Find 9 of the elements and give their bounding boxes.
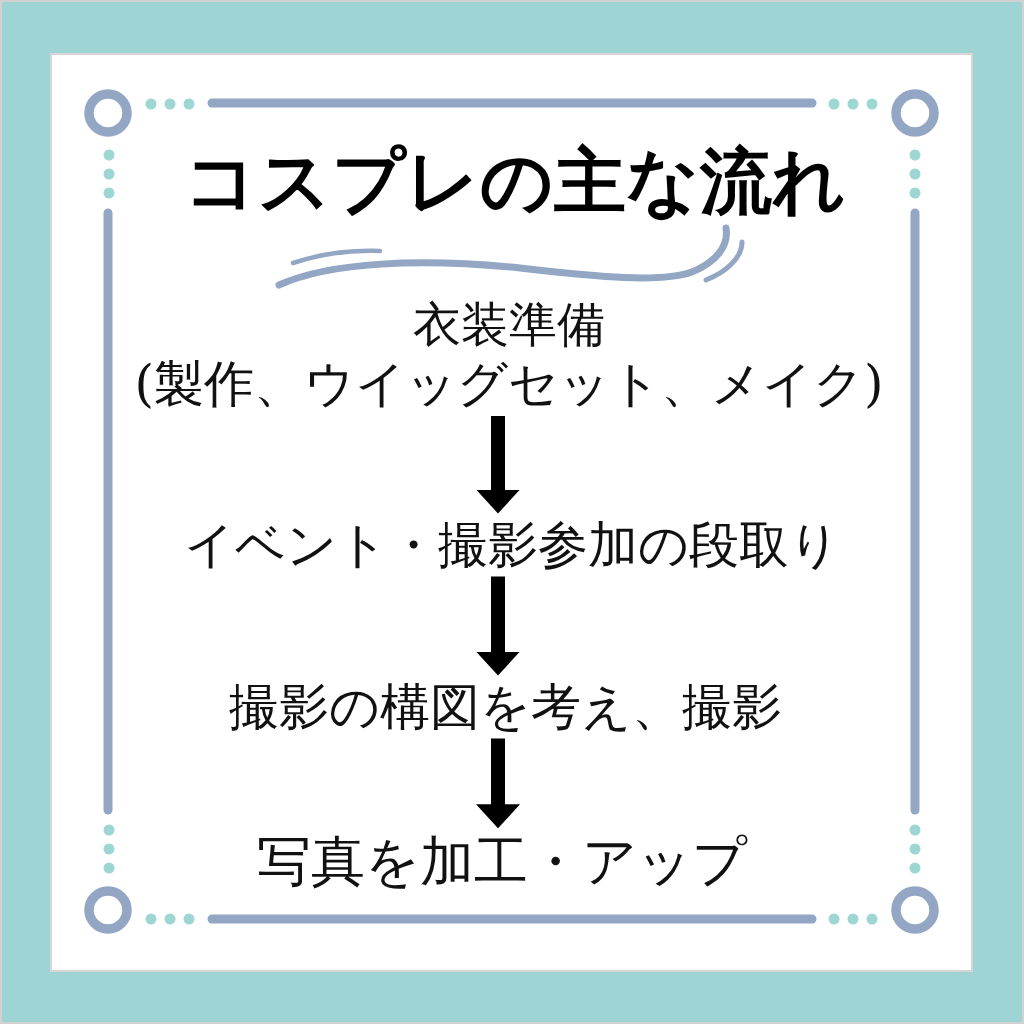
step-text: 撮影の構図を考え、撮影: [228, 679, 782, 735]
step-note: (製作、ウイッグセット、メイク): [134, 356, 884, 412]
step-text: イベント・撮影参加の段取り: [184, 517, 840, 573]
step-text: 衣装準備: [412, 298, 606, 351]
arrow: [476, 415, 520, 514]
arrow: [476, 576, 520, 676]
arrow: [476, 738, 520, 829]
title: コスプレの主な流れ: [184, 142, 846, 222]
step-text: 写真を加工・アップ: [257, 832, 747, 892]
